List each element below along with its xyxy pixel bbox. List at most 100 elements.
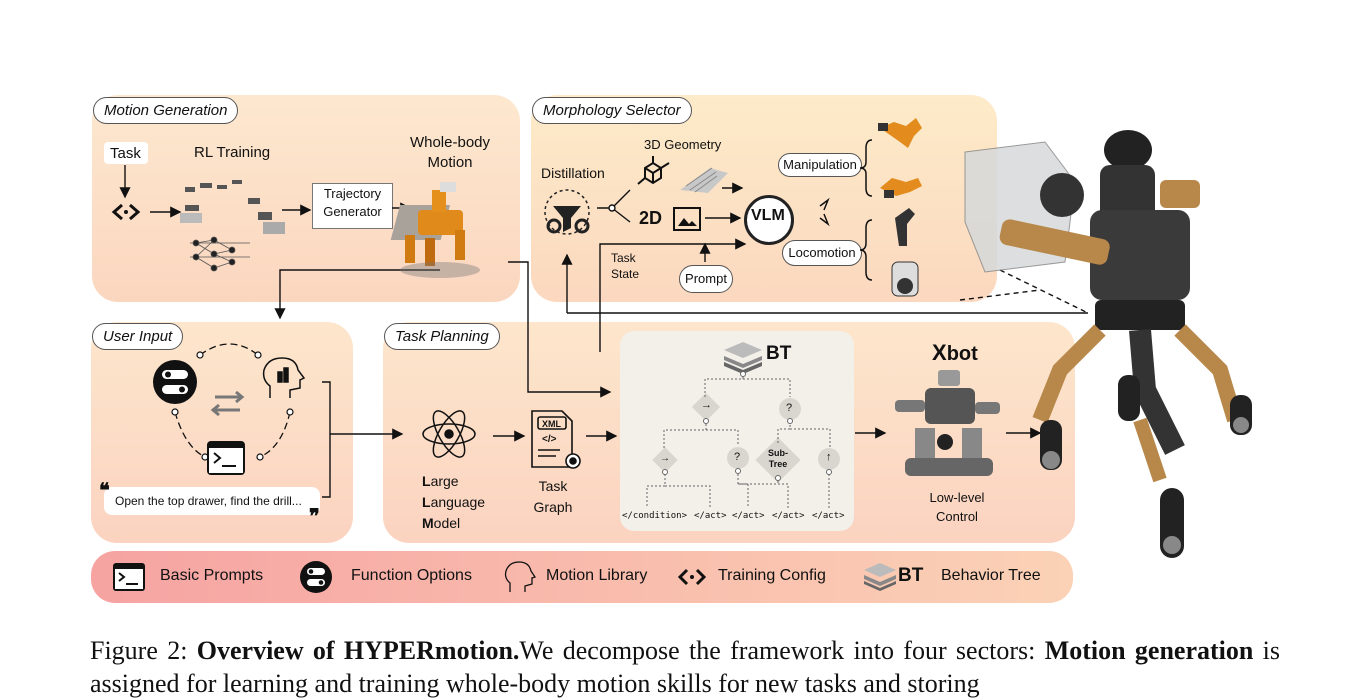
bt-leaf-act-4: </act>	[812, 511, 845, 521]
task-label: Task	[110, 145, 141, 162]
legend-function-options: Function Options	[351, 567, 472, 584]
task-graph-label: Task Graph	[527, 476, 579, 518]
task-state-line1: Task	[611, 251, 636, 265]
motion-gen-arrows	[119, 165, 612, 398]
task-graph-line2: Graph	[533, 499, 573, 515]
whole-body-line2: Motion	[427, 154, 473, 171]
open-quote-mark: ❝	[99, 478, 110, 502]
training-config-icon-main	[111, 203, 141, 221]
morphology-selector-title: Morphology Selector	[532, 97, 692, 124]
bt-leaf-act-3: </act>	[772, 511, 805, 521]
neural-network-icon	[190, 236, 250, 272]
image-2d-icon	[673, 207, 701, 231]
bt-node-fallback-mid-label: ?	[734, 451, 741, 463]
llm-label: Large Language Model	[422, 471, 485, 534]
caption-text2: is assigned for learning and training wh…	[90, 636, 1280, 698]
legend-bar	[91, 551, 1073, 603]
low-level-line1: Low-level	[929, 490, 985, 505]
low-level-control-label: Low-level Control	[917, 488, 997, 526]
subtree-line2: Tree	[768, 459, 788, 469]
user-quote: Open the top drawer, find the drill...	[115, 494, 302, 508]
user-input-arrows	[322, 381, 404, 498]
code-icon-text: </>	[542, 434, 557, 445]
caption-bold-title: Overview of HYPERmotion.	[196, 636, 520, 665]
xbot-text: bot	[946, 343, 978, 365]
task-graph-line1: Task	[538, 478, 568, 494]
manipulation-box: Manipulation	[778, 153, 862, 177]
task-planning-arrows	[493, 427, 1042, 442]
trajectory-generator-box: Trajectory Generator	[312, 183, 393, 229]
llm-L3: M	[422, 515, 434, 531]
xbot-x: X	[932, 340, 947, 365]
subtree-line1: Sub-	[768, 448, 788, 458]
legend-motion-library: Motion Library	[546, 567, 648, 584]
llm-rest2: anguage	[430, 494, 486, 510]
close-quote-mark: ❞	[309, 504, 320, 528]
motion-generation-title: Motion Generation	[93, 97, 239, 124]
legend-behavior-tree-icon	[864, 563, 896, 591]
task-state-line2: State	[611, 267, 640, 281]
rl-training-label: RL Training	[194, 144, 271, 161]
bt-node-fallback-top-label: ?	[786, 402, 793, 414]
quote-box	[104, 487, 320, 515]
legend-motion-library-icon	[504, 561, 537, 592]
basic-prompts-icon	[207, 441, 245, 475]
legend-function-options-icon	[300, 561, 332, 593]
legend-basic-prompts-icon	[113, 563, 145, 591]
trajectory-generator-line1: Trajectory	[323, 186, 382, 201]
caption-bold-motion: Motion	[1044, 636, 1126, 665]
figure-caption: Figure 2: Overview of HYPERmotion.We dec…	[90, 634, 1280, 700]
whole-body-motion-label: Whole-body Motion	[402, 133, 498, 173]
legend-training-config-icon	[677, 568, 707, 586]
bt-node-fallback-mid	[727, 447, 749, 469]
morph-arrows	[561, 182, 1088, 352]
user-input-title: User Input	[92, 323, 184, 350]
bt-edges	[646, 373, 831, 508]
llm-L2: L	[422, 494, 431, 510]
low-level-line2: Control	[936, 509, 978, 524]
function-options-icon	[153, 360, 197, 404]
xml-icon-text: XML	[542, 419, 561, 429]
point-cloud-image	[680, 167, 728, 193]
caption-prefix: Figure 2:	[90, 636, 197, 665]
bt-node-seq-top-label: →	[701, 399, 712, 411]
locomotion-box: Locomotion	[782, 240, 862, 266]
bt-title: BT	[766, 343, 792, 364]
legend-training-config: Training Config	[718, 567, 826, 584]
llm-L1: L	[422, 473, 431, 489]
low-level-control-robot-image	[895, 370, 1000, 476]
motion-library-icon	[262, 357, 306, 398]
bt-leaf-act-1: </act>	[694, 511, 727, 521]
task-label-box	[104, 142, 148, 164]
bt-stack-icon	[724, 342, 762, 374]
legend-behavior-tree: Behavior Tree	[941, 567, 1041, 584]
task-graph-document-icon	[531, 410, 581, 469]
task-state-label: Task State	[611, 250, 639, 282]
caption-bold-generation: generation	[1134, 636, 1254, 665]
swap-arrows-icon	[210, 390, 245, 417]
bt-leaf-act-2: </act>	[732, 511, 765, 521]
vlm-label: VLM	[751, 207, 785, 224]
3d-cube-icon	[637, 156, 670, 185]
legend-bt-badge: BT	[898, 565, 924, 586]
bt-node-fallback-top	[779, 398, 801, 420]
llm-rest1: arge	[430, 473, 459, 489]
trajectory-generator-line2: Generator	[323, 204, 382, 219]
distillation-label: Distillation	[541, 165, 605, 181]
locomotion-robot-images	[891, 208, 919, 297]
morphology-braces	[859, 139, 873, 281]
task-planning-title: Task Planning	[384, 323, 500, 350]
whole-body-line1: Whole-body	[409, 134, 491, 151]
2d-label: 2D	[639, 208, 663, 228]
atom-llm-icon	[422, 410, 476, 458]
prompt-box: Prompt	[679, 265, 733, 293]
llm-rest3: odel	[433, 515, 461, 531]
xbot-logo: Xbot	[932, 340, 978, 366]
3d-geometry-label: 3D Geometry	[644, 137, 722, 152]
rl-training-robots-icon	[180, 180, 285, 234]
bt-node-subtree-label: Sub- Tree	[763, 448, 793, 470]
caption-text1: We decompose the framework into four sec…	[519, 636, 1045, 665]
whole-body-robot-image	[390, 182, 480, 278]
vlm-aperture-icon	[744, 195, 794, 245]
